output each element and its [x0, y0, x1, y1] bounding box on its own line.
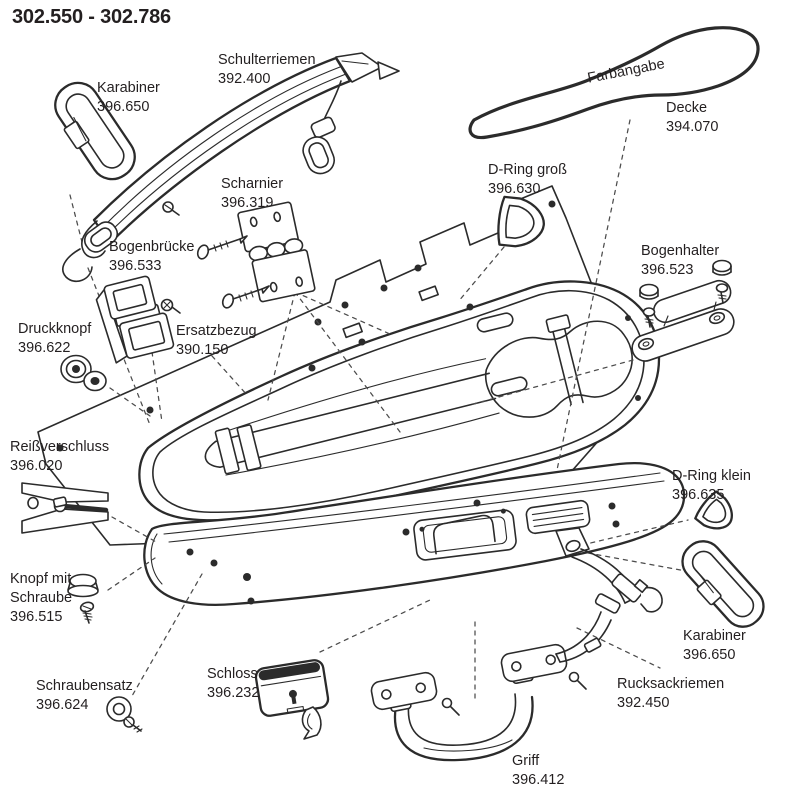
screw-set-drawing — [106, 696, 143, 733]
part-label-decke: Decke 394.070 — [666, 99, 718, 137]
shoulder-strap-drawing — [62, 52, 400, 283]
part-label-karabiner-bottom: Karabiner 396.650 — [683, 627, 746, 665]
hinge-drawing — [162, 201, 316, 309]
part-label-decke-line: Decke — [666, 100, 708, 116]
part-label-schloss-line: 396.232 — [207, 685, 260, 701]
d-ring-small-drawing — [694, 490, 733, 530]
part-label-schulterriemen-line: Schulterriemen — [218, 52, 316, 68]
part-label-knopf-mit-schraube-line: Knopf mit — [10, 571, 72, 587]
part-label-reissverschluss-line: 396.020 — [10, 458, 63, 474]
handle-drawing — [370, 643, 587, 762]
part-label-druckknopf: Druckknopf 396.622 — [18, 320, 91, 358]
part-label-rucksackriemen-line: Rucksackriemen — [617, 676, 725, 692]
part-label-schulterriemen-line: 392.400 — [218, 71, 271, 87]
part-label-karabiner-top: Karabiner 396.650 — [97, 79, 160, 117]
part-label-schraubensatz: Schraubensatz 396.624 — [36, 677, 133, 715]
part-label-rucksackriemen: Rucksackriemen 392.450 — [617, 675, 724, 713]
part-label-griff-line: 396.412 — [512, 772, 565, 788]
part-label-griff: Griff 396.412 — [512, 752, 564, 790]
bow-holder-drawing — [631, 259, 735, 362]
part-label-ersatzbezug: Ersatzbezug 390.150 — [176, 322, 257, 360]
part-label-bogenbruecke-line: 396.533 — [109, 258, 162, 274]
part-label-knopf-mit-schraube-line: 396.515 — [10, 609, 63, 625]
part-label-bogenhalter-line: 396.523 — [641, 262, 694, 278]
part-label-schloss: Schloss 396.232 — [207, 665, 259, 703]
part-label-druckknopf-line: 396.622 — [18, 340, 71, 356]
part-label-scharnier: Scharnier 396.319 — [221, 175, 283, 213]
part-label-reissverschluss: Reißverschluss 396.020 — [10, 438, 109, 476]
part-label-ersatzbezug-line: 390.150 — [176, 342, 229, 358]
page-title: 302.550 - 302.786 — [12, 6, 171, 28]
knob-screw-drawing — [67, 573, 99, 624]
part-label-schulterriemen: Schulterriemen 392.400 — [218, 51, 316, 89]
part-label-karabiner-bottom-line: 396.650 — [683, 647, 736, 663]
part-label-d-ring-klein-line: 396.635 — [672, 487, 725, 503]
part-label-decke-line: 394.070 — [666, 119, 719, 135]
part-label-bogenbruecke: Bogenbrücke 396.533 — [109, 238, 194, 276]
part-label-ersatzbezug-line: Ersatzbezug — [176, 323, 257, 339]
part-label-d-ring-gross-line: D-Ring groß — [488, 162, 567, 178]
part-label-druckknopf-line: Druckknopf — [18, 321, 92, 337]
part-label-knopf-mit-schraube-line: Schraube — [10, 590, 73, 606]
cover-shape-drawing — [468, 26, 760, 140]
part-label-d-ring-klein: D-Ring klein 396.635 — [672, 467, 751, 505]
zipper-drawing — [21, 482, 109, 534]
lock-drawing — [254, 659, 330, 740]
part-label-karabiner-top-line: 396.650 — [97, 99, 150, 115]
part-label-karabiner-bottom-line: Karabiner — [683, 628, 746, 644]
carabiner-top-drawing — [54, 81, 136, 181]
bow-bridge-drawing — [95, 275, 181, 364]
part-label-griff-line: Griff — [512, 753, 540, 769]
part-label-rucksackriemen-line: 392.450 — [617, 695, 670, 711]
handle-mount-recess — [413, 508, 517, 561]
part-label-d-ring-gross: D-Ring groß 396.630 — [488, 161, 567, 199]
part-label-scharnier-line: Scharnier — [221, 176, 284, 192]
part-label-schraubensatz-line: Schraubensatz — [36, 678, 133, 694]
carabiner-bottom-drawing — [681, 540, 765, 628]
backpack-strap-drawing — [555, 527, 663, 663]
part-label-schloss-line: Schloss — [207, 666, 258, 682]
part-label-d-ring-klein-line: D-Ring klein — [672, 468, 751, 484]
case-lid-drawing — [143, 462, 686, 606]
part-label-reissverschluss-line: Reißverschluss — [10, 439, 110, 455]
d-ring-large-drawing — [497, 195, 545, 248]
part-label-bogenbruecke-line: Bogenbrücke — [109, 239, 195, 255]
part-label-scharnier-line: 396.319 — [221, 195, 274, 211]
part-label-bogenhalter-line: Bogenhalter — [641, 243, 720, 259]
part-label-karabiner-top-line: Karabiner — [97, 80, 160, 96]
case-top-shell-drawing — [138, 280, 661, 522]
part-label-bogenhalter: Bogenhalter 396.523 — [641, 242, 719, 280]
snap-button-drawing — [60, 354, 107, 392]
part-label-d-ring-gross-line: 396.630 — [488, 181, 541, 197]
part-label-schraubensatz-line: 396.624 — [36, 697, 89, 713]
